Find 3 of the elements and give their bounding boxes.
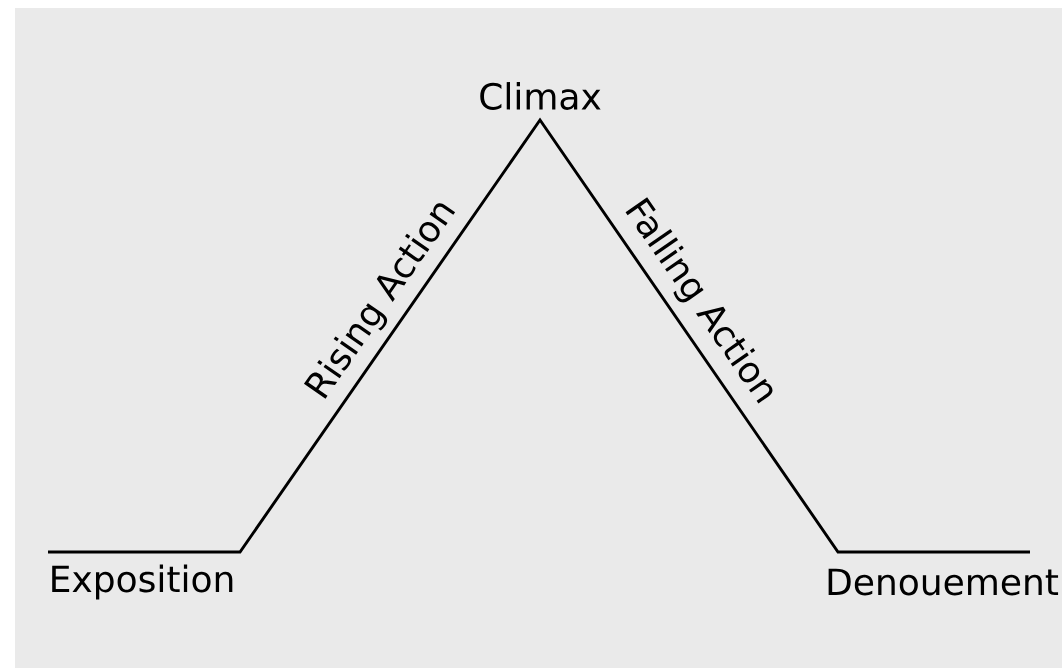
stage-label: Denouement [828,568,1059,596]
stage-label: Exposition [52,564,233,600]
stage-label: Climax [480,82,601,110]
